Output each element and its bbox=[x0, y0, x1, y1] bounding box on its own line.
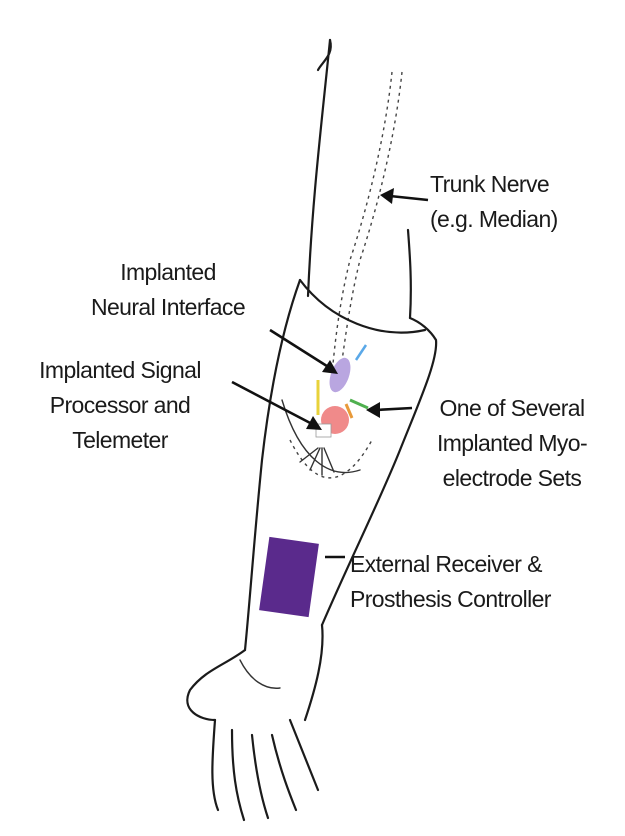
label-signal-processor: Implanted Signal Processor and Telemeter bbox=[39, 357, 201, 453]
neural-interface-line-2: Neural Interface bbox=[91, 294, 245, 320]
label-trunk-nerve: Trunk Nerve (e.g. Median) bbox=[430, 171, 558, 232]
arrow-neural-interface bbox=[270, 330, 330, 368]
signal-processor-line-1: Implanted Signal bbox=[39, 357, 201, 383]
trunk-nerve-path bbox=[332, 72, 402, 375]
upper-arm bbox=[308, 40, 411, 318]
arrows bbox=[232, 188, 428, 557]
myoelectrode-line-2: Implanted Myo- bbox=[437, 430, 587, 456]
electrode-green bbox=[350, 400, 368, 408]
myoelectrode-line-1: One of Several bbox=[439, 395, 584, 421]
label-receiver: External Receiver & Prosthesis Controlle… bbox=[350, 551, 552, 612]
label-myoelectrode: One of Several Implanted Myo- electrode … bbox=[437, 395, 587, 491]
external-receiver-box bbox=[259, 537, 319, 617]
hand bbox=[187, 625, 322, 820]
label-neural-interface: Implanted Neural Interface bbox=[91, 259, 245, 320]
receiver-line-2: Prosthesis Controller bbox=[350, 586, 552, 612]
trunk-nerve-line-2: (e.g. Median) bbox=[430, 206, 558, 232]
myoelectrode-line-3: electrode Sets bbox=[443, 465, 582, 491]
neural-interface-line-1: Implanted bbox=[120, 259, 216, 285]
arrow-myoelectrode bbox=[376, 408, 412, 410]
trunk-nerve-line-1: Trunk Nerve bbox=[430, 171, 549, 197]
arrow-trunk-nerve bbox=[390, 196, 428, 200]
electrode-blue bbox=[356, 345, 366, 360]
receiver-line-1: External Receiver & bbox=[350, 551, 542, 577]
signal-processor-line-2: Processor and bbox=[50, 392, 191, 418]
signal-processor-line-3: Telemeter bbox=[72, 427, 169, 453]
